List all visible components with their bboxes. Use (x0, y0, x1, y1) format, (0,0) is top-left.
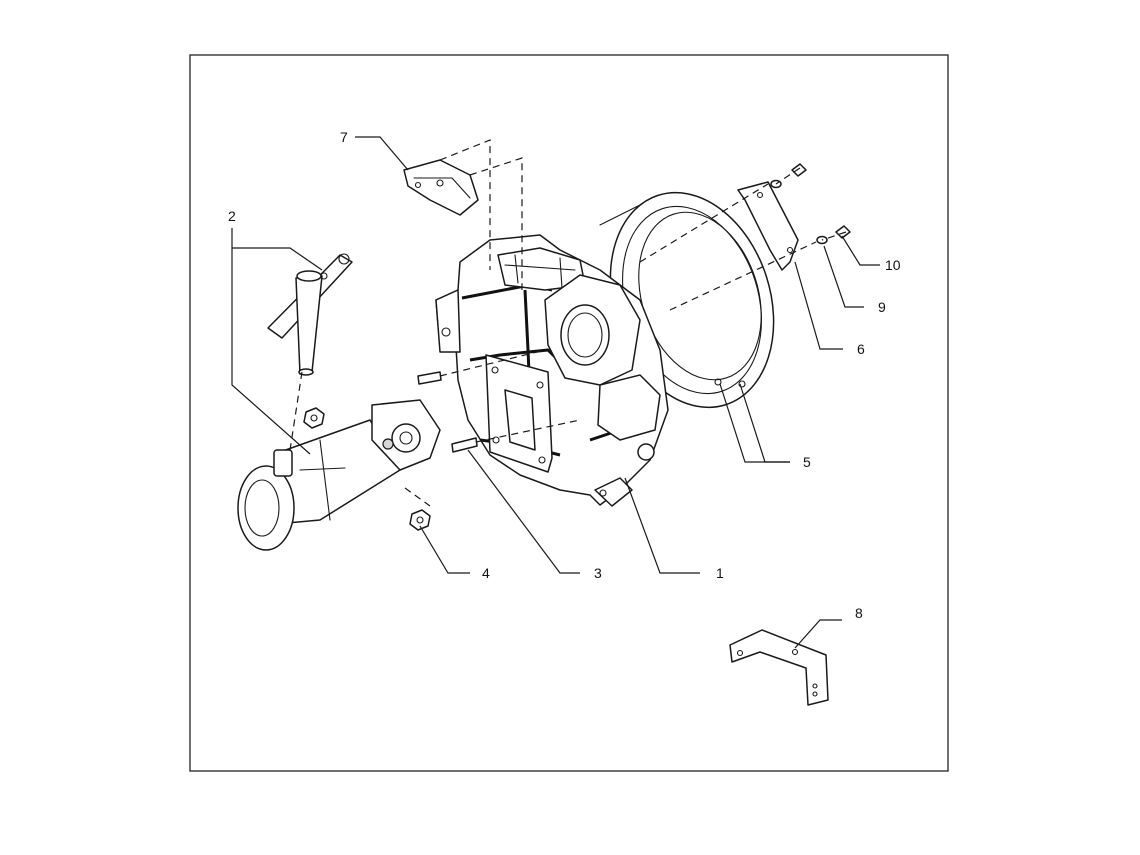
callout-numbers: 1 2 3 4 5 6 7 8 9 10 (228, 129, 901, 621)
callout-4: 4 (482, 565, 490, 581)
part-1-bell-housing (435, 234, 669, 507)
callout-7: 7 (340, 129, 348, 145)
callout-1: 1 (716, 565, 724, 581)
part-6-side-bracket (737, 181, 799, 271)
part-10-bolts (791, 163, 851, 239)
part-8-lower-bracket (729, 629, 829, 706)
diagram-frame (189, 54, 949, 772)
callout-10: 10 (885, 257, 901, 273)
callout-8: 8 (855, 605, 863, 621)
leader-lines (231, 136, 880, 649)
part-3-studs (417, 371, 478, 453)
callout-3: 3 (594, 565, 602, 581)
callout-6: 6 (857, 341, 865, 357)
callout-9: 9 (878, 299, 886, 315)
callout-2: 2 (228, 208, 236, 224)
assembly-lines (289, 139, 847, 507)
starter-motor (237, 399, 441, 551)
part-2-lever (267, 253, 353, 376)
part-4-nuts (303, 407, 431, 531)
part-7-upper-bracket (403, 159, 479, 216)
callout-5: 5 (803, 454, 811, 470)
